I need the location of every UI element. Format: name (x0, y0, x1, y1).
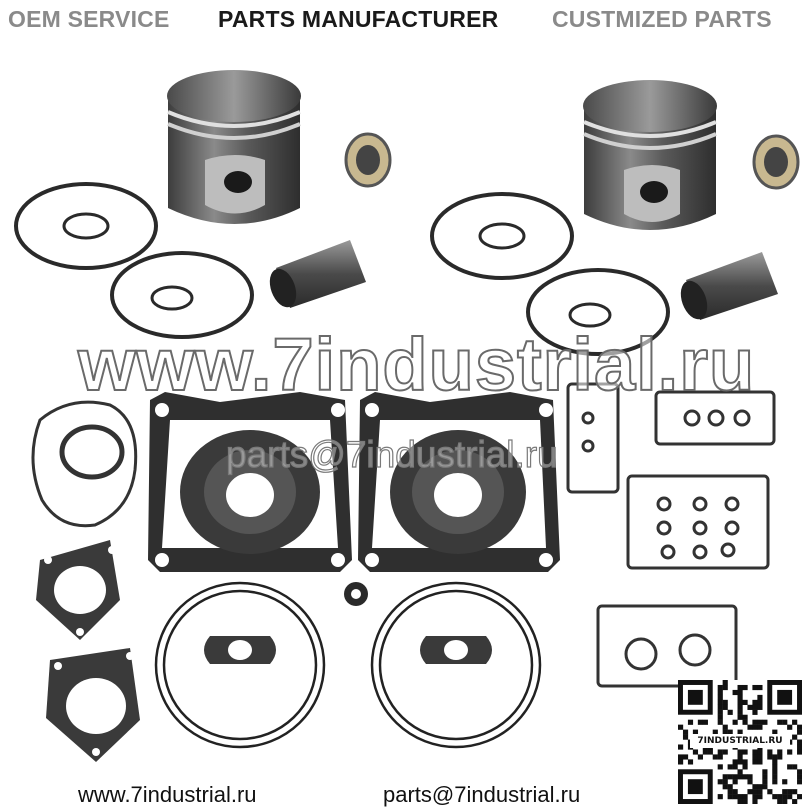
banner-parts-manufacturer: PARTS MANUFACTURER (218, 6, 499, 32)
wrist-pin-right (680, 252, 778, 320)
small-seal (344, 582, 368, 606)
case-gasket-left (31, 400, 138, 528)
flange-gasket-upper (36, 540, 120, 640)
piston-left (167, 70, 301, 224)
watermark-email: parts@7industrial.ru (225, 433, 558, 475)
banner-customized-parts: CUSTMIZED PARTS (552, 6, 772, 32)
valve-gasket-eight-hole (626, 474, 770, 570)
valve-gasket-three-hole (654, 390, 776, 446)
banner-oem-service: OEM SERVICE (8, 6, 170, 32)
top-banner: OEM SERVICE PARTS MANUFACTURER CUSTMIZED… (0, 0, 811, 38)
qr-caption: 7INDUSTRIAL.RU (690, 734, 790, 748)
needle-bearing-left (344, 132, 392, 188)
valve-gasket-tall (566, 382, 620, 494)
piston-rings-left (14, 182, 254, 339)
footer-website[interactable]: www.7industrial.ru (78, 782, 257, 807)
flange-gasket-lower (46, 648, 140, 762)
piston-right (583, 80, 717, 230)
cylinder-gasket-left (148, 392, 352, 572)
needle-bearing-right (752, 134, 800, 190)
wrist-pin-left (269, 240, 366, 308)
footer-email[interactable]: parts@7industrial.ru (383, 782, 581, 807)
exhaust-gasket-rect (596, 604, 738, 688)
o-ring-right (370, 581, 542, 749)
cylinder-gasket-right (358, 392, 560, 572)
o-ring-left (154, 581, 326, 749)
watermark-site: www.7industrial.ru (77, 322, 756, 407)
piston-rings-right (430, 192, 670, 356)
